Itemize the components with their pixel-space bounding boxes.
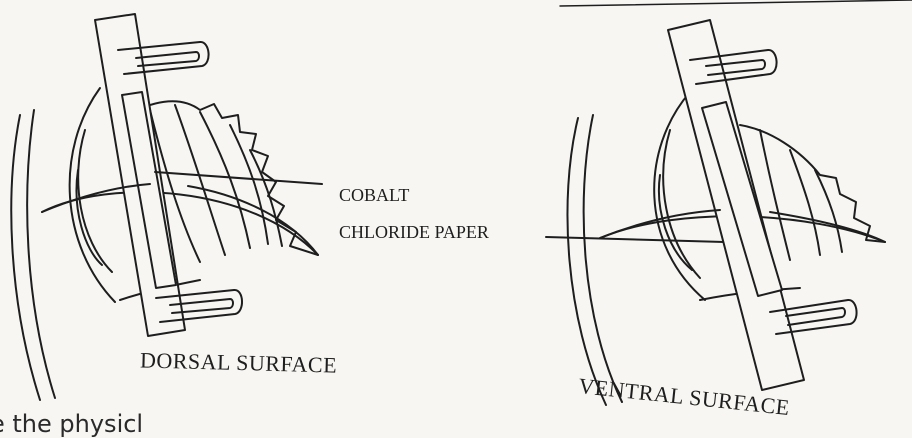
ventral-stem xyxy=(567,115,622,405)
label-dorsal-surface: DORSAL SURFACE xyxy=(140,347,338,378)
partial-bottom-text: e the physicl xyxy=(0,410,143,438)
label-cobalt: COBALT xyxy=(339,186,409,204)
dorsal-stem xyxy=(11,110,55,400)
pointer-line-cobalt xyxy=(155,172,322,184)
dorsal-leaf xyxy=(42,88,318,302)
scan-edge-line xyxy=(560,0,912,6)
label-chloride-paper: CHLORIDE PAPER xyxy=(339,223,489,241)
